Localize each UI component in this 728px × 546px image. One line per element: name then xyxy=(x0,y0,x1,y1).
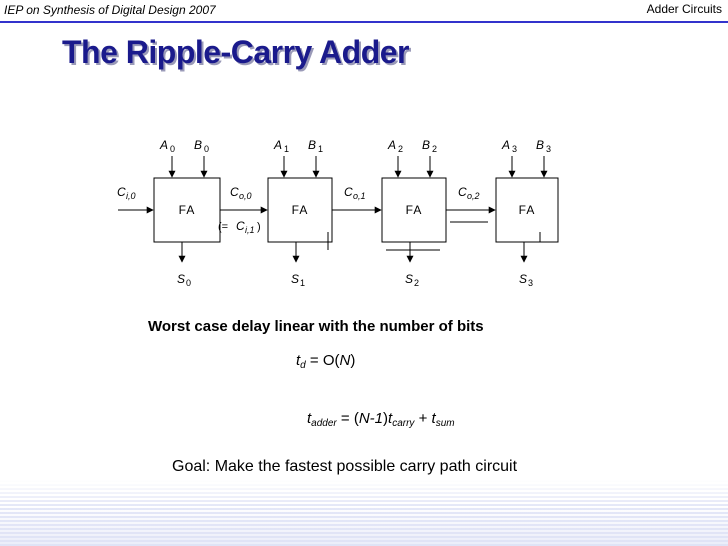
eq2-close: ) xyxy=(383,410,389,427)
input-b-sub-1: 1 xyxy=(318,144,323,154)
eq2-t1-sub: adder xyxy=(311,418,337,429)
input-a-label-3: A xyxy=(501,138,510,152)
fa-label: FA xyxy=(406,203,423,217)
header-divider xyxy=(0,21,728,23)
sum-label-0: S xyxy=(177,272,185,286)
delay-equation: td = O(N) xyxy=(296,352,355,371)
eq1-t-sub: d xyxy=(300,360,306,371)
fa-block-2: FA xyxy=(381,177,447,243)
input-a-label-0: A xyxy=(159,138,168,152)
input-b-label-0: B xyxy=(194,138,202,152)
input-b-sub-2: 2 xyxy=(432,144,437,154)
carry-out-sub-2: o,2 xyxy=(467,191,480,201)
equiv-prefix: (= xyxy=(218,221,228,233)
eq2-t2-sub: carry xyxy=(392,418,415,429)
fa-label: FA xyxy=(519,203,536,217)
goal-statement: Goal: Make the fastest possible carry pa… xyxy=(172,458,518,475)
sum-sub-0: 0 xyxy=(186,278,191,288)
input-b-label-3: B xyxy=(536,138,544,152)
input-b-sub-3: 3 xyxy=(546,144,551,154)
eq2-t2: t xyxy=(388,410,393,427)
eq2-mid: = ( xyxy=(336,410,359,427)
carry-out-label-1: C xyxy=(344,185,353,199)
carry-out-sub-1: o,1 xyxy=(353,191,366,201)
input-b-label-2: B xyxy=(422,138,430,152)
sum-label-1: S xyxy=(291,272,299,286)
slide-title: The Ripple-Carry Adder xyxy=(62,34,409,70)
eq2-t1: t xyxy=(307,410,312,427)
eq2-plus: + xyxy=(414,410,432,427)
equiv-suffix: ) xyxy=(257,221,261,233)
eq1-rest-a: = O( xyxy=(305,352,340,369)
carry-out-sub-0: o,0 xyxy=(239,191,252,201)
carry-in-label: C xyxy=(117,185,126,199)
equiv-main: C xyxy=(236,219,245,233)
eq1-rest-b: ) xyxy=(350,352,356,369)
input-a-sub-3: 3 xyxy=(512,144,517,154)
fa-block-0: FA xyxy=(153,177,221,243)
eq2-t3-sub: sum xyxy=(435,418,455,429)
eq2-t3: t xyxy=(431,410,436,427)
sum-label-2: S xyxy=(405,272,413,286)
fa-label: FA xyxy=(179,203,196,217)
sum-sub-1: 1 xyxy=(300,278,305,288)
input-arrows xyxy=(168,156,548,178)
adder-delay-equation: tadder = (N-1)tcarry + tsum xyxy=(307,410,455,429)
delay-statement: Worst case delay linear with the number … xyxy=(148,318,484,335)
carry-out-label-0: C xyxy=(230,185,239,199)
input-a-label-2: A xyxy=(387,138,396,152)
ripple-carry-diagram: FA FA FA FA xyxy=(117,138,559,288)
equiv-sub: i,1 xyxy=(245,225,255,235)
eq1-n: N xyxy=(339,352,351,369)
carry-in-sub: i,0 xyxy=(126,191,136,201)
input-a-sub-0: 0 xyxy=(170,144,175,154)
fa-block-1: FA xyxy=(267,177,333,243)
header-topic: Adder Circuits xyxy=(646,2,722,16)
input-b-sub-0: 0 xyxy=(204,144,209,154)
fa-block-3: FA xyxy=(495,177,559,243)
eq1-t: t xyxy=(296,352,301,369)
sum-sub-2: 2 xyxy=(414,278,419,288)
header-course: IEP on Synthesis of Digital Design 2007 xyxy=(4,3,216,17)
eq2-nm1: N-1 xyxy=(358,410,384,427)
footer-fade xyxy=(0,480,728,546)
input-a-sub-1: 1 xyxy=(284,144,289,154)
fa-label: FA xyxy=(292,203,309,217)
input-a-label-1: A xyxy=(273,138,282,152)
diagram-artifacts xyxy=(327,221,541,251)
sum-label-3: S xyxy=(519,272,527,286)
input-b-label-1: B xyxy=(308,138,316,152)
sum-sub-3: 3 xyxy=(528,278,533,288)
carry-out-label-2: C xyxy=(458,185,467,199)
sum-arrows xyxy=(178,242,528,263)
input-a-sub-2: 2 xyxy=(398,144,403,154)
